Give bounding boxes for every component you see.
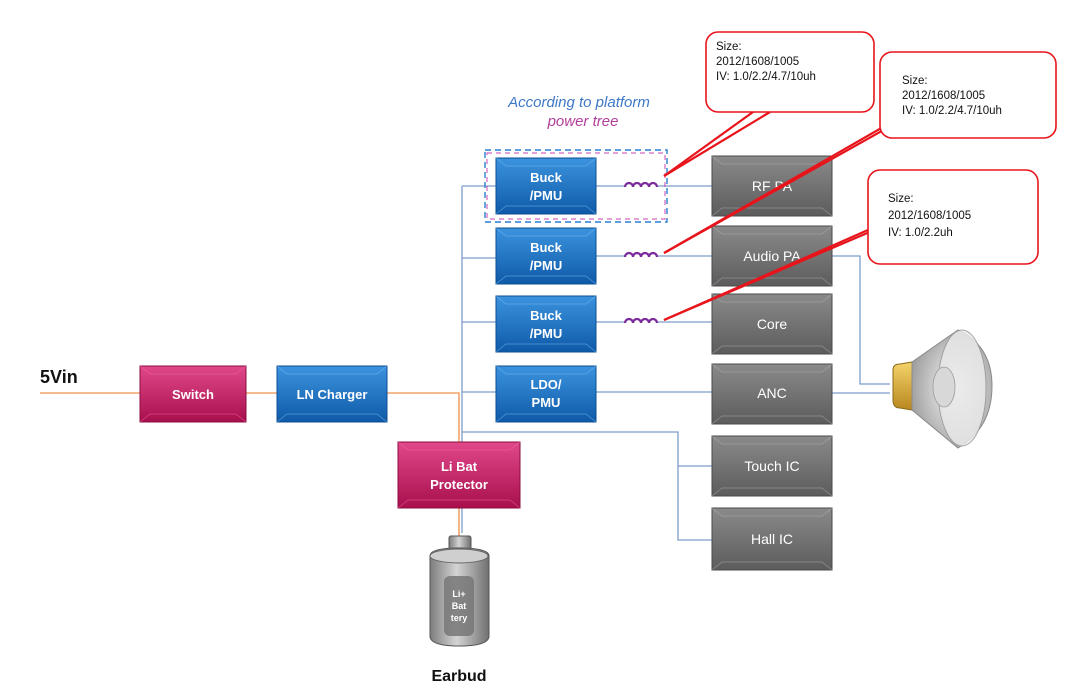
switch-label: Switch [172, 387, 214, 402]
core-label: Core [757, 316, 788, 332]
platform-note-line1: According to platform [507, 94, 650, 111]
buck3-label-line1: Buck [530, 308, 563, 323]
ldo-label-line1: LDO/ [530, 377, 561, 392]
battery-label-line2: Bat [452, 601, 467, 611]
speaker-icon [892, 329, 993, 449]
inductor-icon [623, 317, 659, 324]
ldo-block: LDO/ PMU [495, 365, 597, 423]
callout-3: Size: 2012/1608/1005 IV: 1.0/2.2uh [663, 169, 1039, 322]
callout-1-line1: Size: [716, 41, 742, 53]
hall-ic-block: Hall IC [711, 507, 833, 571]
callout-2-line2: 2012/1608/1005 [902, 90, 985, 102]
ldo-label-line2: PMU [532, 395, 561, 410]
protector-label-line2: Protector [430, 477, 488, 492]
input-label: 5Vin [40, 367, 78, 387]
platform-boundary-inner [486, 152, 666, 220]
touch-ic-label: Touch IC [744, 458, 799, 474]
callout-1-line3: IV: 1.0/2.2/4.7/10uh [716, 71, 816, 83]
callout-2: Size: 2012/1608/1005 IV: 1.0/2.2/4.7/10u… [663, 51, 1057, 254]
battery-icon: Li+ Bat tery [429, 535, 490, 647]
buck1-label-line1: Buck [530, 170, 563, 185]
touch-ic-block: Touch IC [711, 435, 833, 497]
buck3-label-line2: /PMU [530, 326, 563, 341]
hall-ic-label: Hall IC [751, 531, 793, 547]
battery-label-line1: Li+ [452, 589, 465, 599]
callout-3-line1: Size: [888, 193, 914, 205]
buck2-label-line2: /PMU [530, 258, 563, 273]
buck2-block: Buck /PMU [495, 227, 597, 285]
buck3-block: Buck /PMU [495, 295, 597, 353]
inductor-icon [623, 181, 659, 188]
audio-pa-block: Audio PA [711, 225, 833, 287]
callout-1-line2: 2012/1608/1005 [716, 56, 799, 68]
audio-pa-label: Audio PA [743, 248, 801, 264]
platform-boundary [484, 149, 668, 223]
battery-label-line3: tery [451, 613, 468, 623]
rf-pa-label: RF PA [752, 178, 793, 194]
callout-3-line3: IV: 1.0/2.2uh [888, 227, 953, 239]
callout-2-line3: IV: 1.0/2.2/4.7/10uh [902, 105, 1002, 117]
footer-label: Earbud [431, 668, 486, 685]
wire-charger-protector [387, 392, 460, 442]
inductor-icon [623, 251, 659, 258]
callout-3-line2: 2012/1608/1005 [888, 210, 971, 222]
anc-label: ANC [757, 385, 787, 401]
callout-2-line1: Size: [902, 75, 928, 87]
callout-1: Size: 2012/1608/1005 IV: 1.0/2.2/4.7/10u… [663, 31, 875, 177]
wire-audiopa-speaker [832, 255, 890, 385]
anc-block: ANC [711, 363, 833, 425]
core-block: Core [711, 293, 833, 355]
charger-label: LN Charger [297, 387, 368, 402]
protector-label-line1: Li Bat [441, 459, 478, 474]
buck2-label-line1: Buck [530, 240, 563, 255]
inductors [623, 181, 659, 324]
buck1-label-line2: /PMU [530, 188, 563, 203]
charger-block: LN Charger [276, 365, 388, 423]
rf-pa-block: RF PA [711, 155, 833, 217]
wire-bus-touch-hall [462, 431, 712, 541]
protector-block: Li Bat Protector [397, 441, 521, 509]
buck1-block: Buck /PMU [495, 157, 597, 215]
platform-note-line2: power tree [547, 113, 619, 130]
switch-block: Switch [139, 365, 247, 423]
